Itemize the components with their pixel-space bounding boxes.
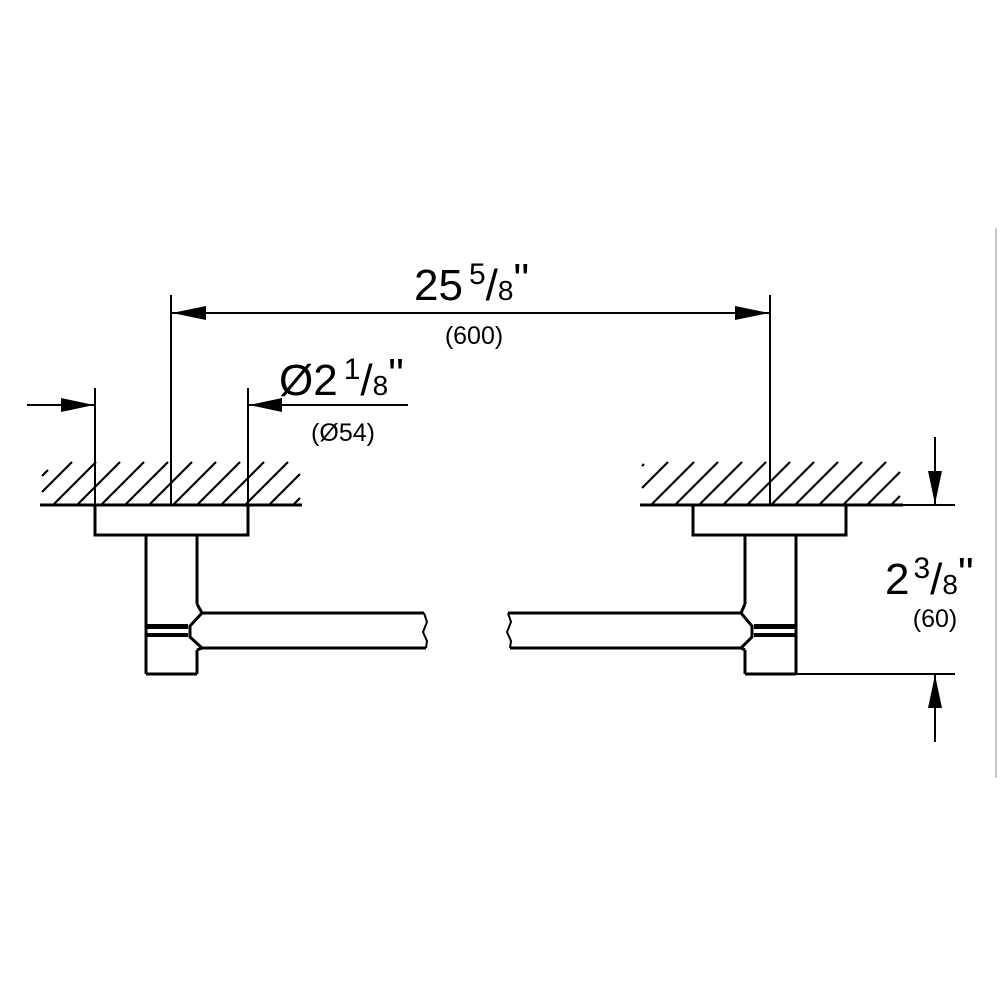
diameter-metric-label: (Ø54): [311, 419, 375, 447]
towel-bar-left-segment: [202, 611, 429, 650]
arrow-left-icon: [172, 306, 206, 320]
arrow-right-icon: [61, 398, 94, 412]
projection-metric-label: (60): [913, 605, 957, 633]
towel-bar-right-segment: [505, 611, 741, 650]
frame-edge-line: [995, 228, 997, 778]
break-line-right: [505, 612, 513, 649]
flange-left: [93, 503, 250, 537]
arrow-right-icon: [735, 306, 769, 320]
break-line-left: [421, 612, 429, 649]
arrow-down-icon: [928, 471, 942, 504]
arrow-left-icon: [249, 398, 282, 412]
wall-bracket-right: [691, 503, 848, 676]
arrow-up-icon: [928, 675, 942, 708]
band-dark-left: [146, 624, 188, 629]
wall-hatching-right: [640, 461, 903, 507]
flange-right: [691, 503, 848, 537]
band-dark-right: [754, 624, 796, 629]
length-metric-label: (600): [445, 322, 503, 350]
